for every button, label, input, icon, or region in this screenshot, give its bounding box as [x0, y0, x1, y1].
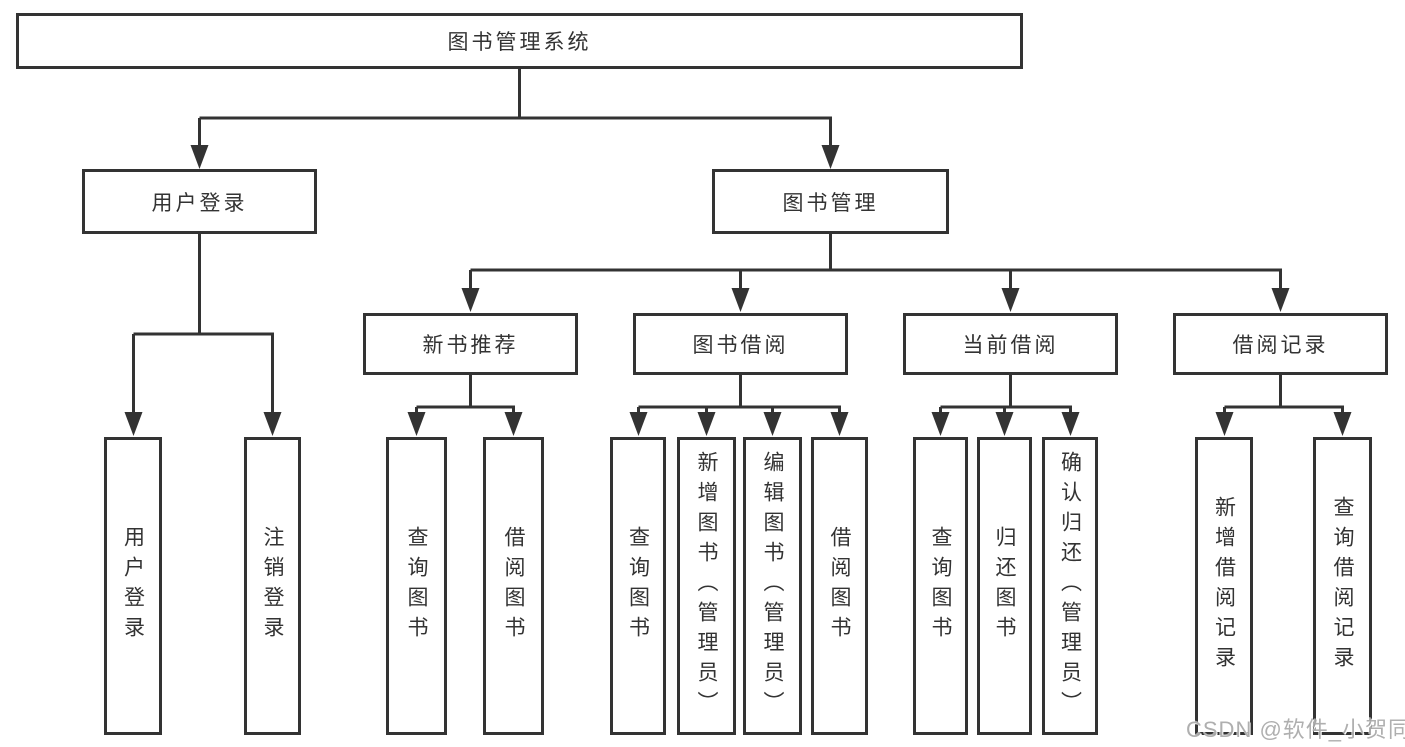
- node-book-management: 图书管理: [712, 169, 949, 234]
- node-leaf-confirm-return-admin: 确认归还（管理员）: [1042, 437, 1098, 735]
- node-leaf-return-books: 归还图书: [977, 437, 1032, 735]
- node-new-book-recommend: 新书推荐: [363, 313, 578, 375]
- node-leaf-query-books-current: 查询图书: [913, 437, 968, 735]
- node-leaf-borrow-books-recommend: 借阅图书: [483, 437, 544, 735]
- node-leaf-edit-books-admin: 编辑图书（管理员）: [743, 437, 802, 735]
- node-leaf-add-books-admin: 新增图书（管理员）: [677, 437, 736, 735]
- node-leaf-logout: 注销登录: [244, 437, 301, 735]
- node-library-system: 图书管理系统: [16, 13, 1023, 69]
- node-user-login: 用户登录: [82, 169, 317, 234]
- node-borrow-records: 借阅记录: [1173, 313, 1388, 375]
- node-leaf-add-borrow-record: 新增借阅记录: [1195, 437, 1253, 735]
- node-book-borrowing: 图书借阅: [633, 313, 848, 375]
- node-leaf-query-books-borrow: 查询图书: [610, 437, 666, 735]
- node-leaf-query-borrow-record: 查询借阅记录: [1313, 437, 1372, 735]
- node-leaf-query-books-recommend: 查询图书: [386, 437, 447, 735]
- node-leaf-borrow-books: 借阅图书: [811, 437, 868, 735]
- node-leaf-user-login: 用户登录: [104, 437, 162, 735]
- node-current-borrowing: 当前借阅: [903, 313, 1118, 375]
- csdn-watermark: CSDN @软件_小贺同学: [1186, 717, 1405, 742]
